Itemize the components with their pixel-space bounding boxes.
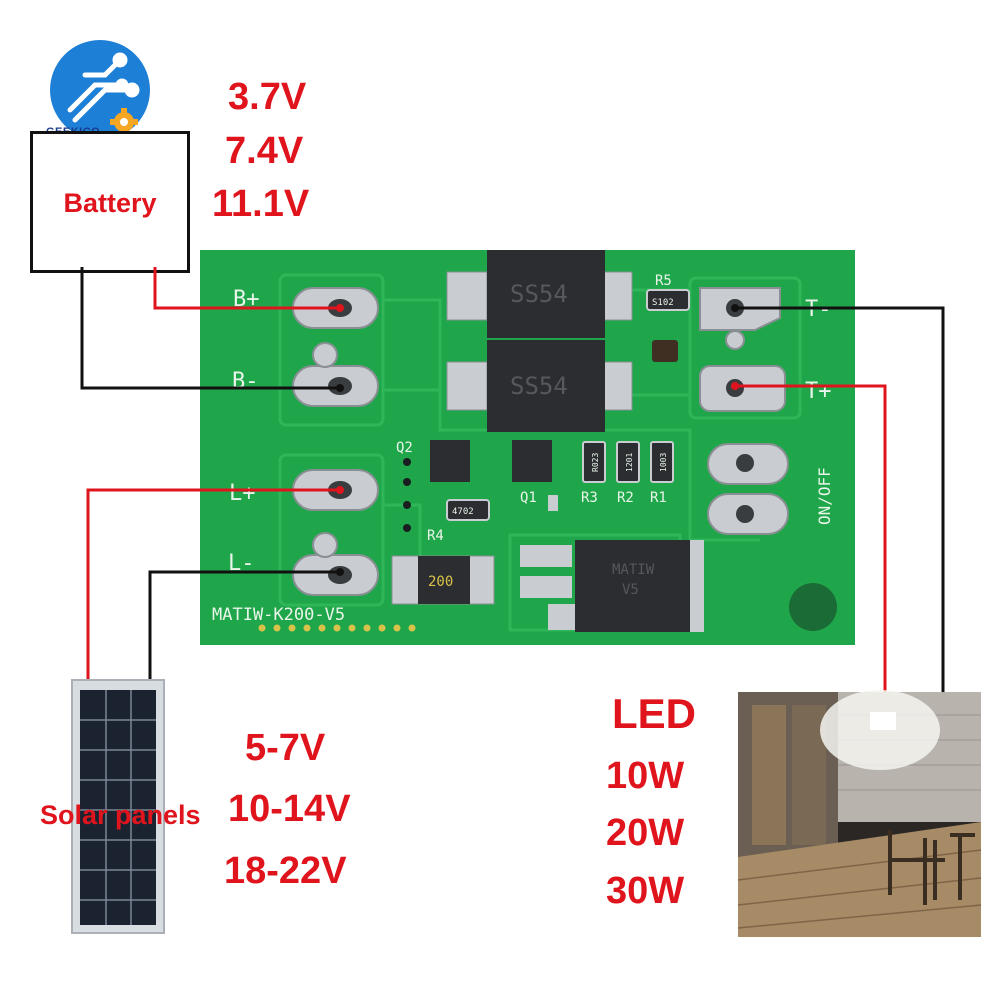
label-q2: Q2 [396, 440, 413, 456]
led-wattage-3: 30W [606, 870, 685, 912]
label-r3: R3 [581, 490, 598, 506]
label-t-plus: T+ [805, 379, 832, 404]
r5-code: S102 [652, 298, 674, 308]
label-r1: R1 [650, 490, 667, 506]
wire-led-negative [735, 306, 945, 692]
label-r4: R4 [427, 528, 444, 544]
circuit-icon [67, 52, 140, 123]
battery-label: Battery [63, 188, 157, 218]
label-r2: R2 [617, 490, 634, 506]
geekico-logo [50, 40, 150, 140]
r1-code: 1003 [659, 453, 668, 472]
led-wattage-2: 20W [606, 812, 685, 854]
solar-voltage-3: 18-22V [224, 850, 347, 892]
r2-code: 1201 [625, 453, 634, 472]
led-wattage-1: 10W [606, 755, 685, 797]
mounting-hole [789, 583, 837, 631]
solar-voltage-1: 5-7V [245, 727, 326, 769]
mosfet-package [520, 540, 704, 632]
diode-label-1: SS54 [510, 280, 568, 308]
label-b-minus: B- [232, 369, 259, 394]
label-on-off: ON/OFF [815, 467, 834, 525]
solar-voltage-2: 10-14V [228, 788, 351, 830]
wire-solar-positive [86, 488, 340, 680]
label-r5: R5 [655, 273, 672, 289]
terminal-pads-right [699, 287, 789, 535]
label-q1: Q1 [520, 490, 537, 506]
battery-voltage-2: 7.4V [225, 130, 304, 172]
diode-ss54-1 [446, 250, 633, 338]
mosfet-label-1: MATIW [612, 562, 655, 578]
gear-icon [110, 108, 138, 136]
battery-voltage-3: 11.1V [212, 183, 310, 225]
wire-battery-negative [80, 267, 340, 390]
led-scene-image [737, 690, 982, 937]
label-l-plus: L+ [229, 481, 256, 506]
led-label: LED [612, 690, 696, 737]
wire-battery-positive [153, 267, 340, 310]
solar-panel [71, 679, 165, 934]
wire-led-positive [735, 384, 887, 692]
shunt-code: 200 [428, 574, 453, 590]
r4-code: 4702 [452, 507, 474, 517]
battery-voltage-1: 3.7V [228, 76, 307, 118]
wire-solar-negative [148, 570, 340, 680]
diode-ss54-2 [446, 340, 633, 432]
diode-label-2: SS54 [510, 372, 568, 400]
pcb-model-label: MATIW-K200-V5 [212, 605, 345, 625]
solar-panels-label: Solar panels [40, 800, 201, 830]
battery-box: Battery [30, 131, 190, 273]
mosfet-label-2: V5 [622, 582, 639, 598]
r3-code: R023 [591, 453, 600, 472]
